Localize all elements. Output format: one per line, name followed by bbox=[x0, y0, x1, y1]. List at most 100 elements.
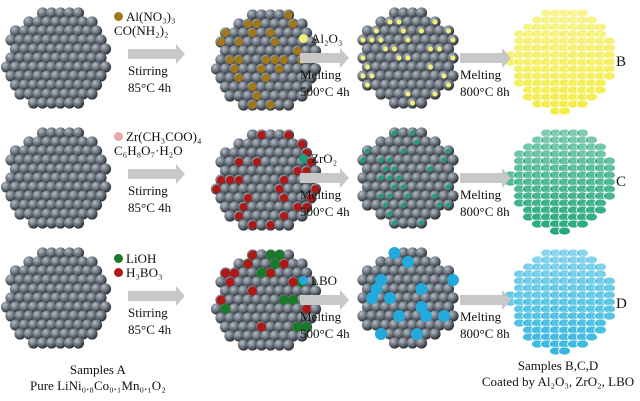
coating-particle bbox=[401, 28, 406, 34]
coating-particle bbox=[275, 65, 284, 73]
arrow-icon bbox=[300, 290, 349, 310]
coating-particle bbox=[275, 185, 284, 193]
coating-particle bbox=[271, 56, 279, 64]
oxide-dot-icon bbox=[299, 276, 308, 285]
sample-letter: D bbox=[616, 296, 627, 312]
label: Melting bbox=[460, 309, 502, 324]
coating-particle bbox=[235, 158, 243, 166]
coating-particle bbox=[266, 29, 275, 37]
coating-particle bbox=[293, 47, 302, 55]
coating-particle bbox=[419, 28, 424, 34]
coating-particle bbox=[301, 322, 312, 332]
coating-particle bbox=[293, 203, 302, 211]
coating-particle bbox=[266, 221, 275, 229]
coating-particle bbox=[216, 295, 226, 305]
coating-particle bbox=[405, 55, 411, 61]
coating-particle bbox=[230, 65, 239, 73]
arrow-icon bbox=[128, 286, 185, 306]
coating-particle bbox=[226, 176, 234, 184]
coating-particle bbox=[289, 20, 297, 28]
coating-particle bbox=[375, 328, 387, 340]
coating-particle bbox=[307, 194, 315, 202]
coating-particle bbox=[387, 19, 393, 25]
coating-particle bbox=[396, 55, 402, 61]
coating-particle bbox=[235, 74, 243, 82]
coating-particle bbox=[378, 175, 384, 181]
coating-particle bbox=[220, 304, 231, 314]
coating-particle bbox=[235, 212, 243, 220]
label: Stirring bbox=[128, 305, 168, 320]
coating-particle bbox=[307, 158, 315, 166]
coating-particle bbox=[280, 212, 288, 220]
caption-samples-bcd: Samples B,C,D Coated by Al₂O₃, ZrO₂, LBO bbox=[478, 358, 638, 390]
coating-particle bbox=[262, 56, 270, 64]
coating-particle bbox=[392, 130, 397, 136]
coating-particle bbox=[292, 322, 303, 332]
reagent-1: LiOH bbox=[126, 251, 157, 266]
coating-particle bbox=[446, 82, 451, 88]
coating-particle bbox=[401, 202, 406, 208]
coating-particle bbox=[226, 56, 234, 64]
label: Melting bbox=[460, 187, 502, 202]
coating-particle bbox=[392, 166, 397, 172]
reagents-label: Zr(CH₃COO)₄ C₆H₈O₇·H₂O bbox=[114, 130, 202, 158]
coating-particle bbox=[288, 295, 298, 305]
pristine-sphere bbox=[0, 7, 112, 109]
coating-particle bbox=[396, 175, 402, 181]
coating-particle bbox=[274, 250, 285, 260]
coating-particle bbox=[360, 157, 366, 163]
coating-particle bbox=[248, 83, 257, 91]
label: 500°C 4h bbox=[300, 84, 350, 99]
coating-particle bbox=[411, 328, 423, 340]
label: 800°C 8h bbox=[460, 326, 510, 341]
coating-particle bbox=[288, 277, 298, 287]
coating-particle bbox=[369, 37, 375, 43]
arrow-icon bbox=[460, 48, 511, 68]
coating-particle bbox=[387, 157, 393, 163]
coating-particle bbox=[388, 247, 401, 259]
coating-particle bbox=[279, 295, 289, 305]
coating-particle bbox=[302, 304, 311, 314]
label: 500°C 4h bbox=[300, 204, 350, 219]
coating-particle bbox=[244, 194, 252, 202]
coating-particle bbox=[446, 202, 451, 208]
coating-particle bbox=[410, 100, 415, 106]
oxide-sphere bbox=[357, 7, 459, 109]
coating-particle bbox=[383, 166, 388, 172]
coating-particle bbox=[279, 259, 289, 269]
label: 800°C 8h bbox=[460, 84, 510, 99]
coating-particle bbox=[410, 130, 415, 136]
oxide-label: ZrO₂ bbox=[299, 152, 337, 166]
reagent-2: H₃BO₃ bbox=[126, 265, 163, 280]
coating-particle bbox=[428, 64, 433, 70]
label: 85°C 4h bbox=[128, 80, 172, 95]
label: ZrO₂ bbox=[311, 151, 338, 166]
step-melting-800: Melting 800°C 8h bbox=[460, 308, 510, 342]
coating-particle bbox=[360, 55, 366, 61]
coated-sphere bbox=[504, 128, 616, 236]
coating-particle bbox=[284, 131, 293, 139]
arrow-icon bbox=[128, 44, 185, 64]
coating-particle bbox=[217, 176, 225, 184]
reagents-label: Al(NO₃)₃ CO(NH₂)₂ bbox=[114, 10, 176, 38]
coating-particle bbox=[401, 184, 406, 190]
coating-particle bbox=[280, 176, 288, 184]
reagent-dot-icon bbox=[114, 268, 123, 277]
pristine-sphere bbox=[0, 127, 112, 229]
coating-particle bbox=[298, 140, 306, 148]
coating-particle bbox=[253, 20, 261, 28]
label: 500°C 4h bbox=[300, 326, 350, 341]
coating-particle bbox=[311, 185, 320, 193]
label: Melting bbox=[300, 187, 342, 202]
coating-particle bbox=[284, 11, 293, 19]
coating-particle bbox=[293, 167, 302, 175]
coating-particle bbox=[235, 176, 243, 184]
coating-particle bbox=[441, 157, 447, 163]
label: Stirring bbox=[128, 183, 168, 198]
coating-particle bbox=[257, 65, 266, 73]
coating-particle bbox=[375, 274, 387, 286]
coating-particle bbox=[437, 202, 442, 208]
coating-particle bbox=[365, 82, 370, 88]
arrow-icon bbox=[460, 168, 511, 188]
